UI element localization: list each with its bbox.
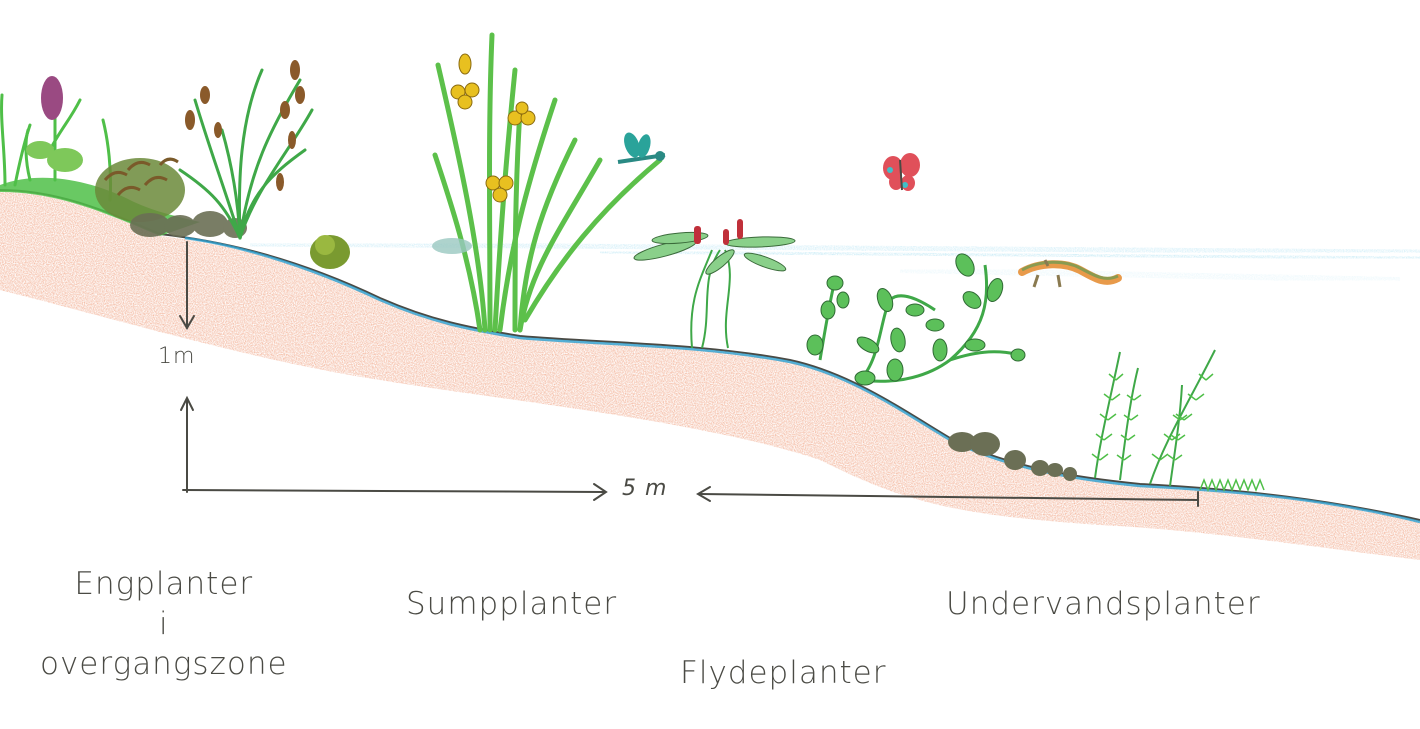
butterfly-icon — [883, 153, 920, 191]
water-edge — [184, 236, 1420, 524]
dimension-lines — [179, 241, 1199, 507]
newt-icon — [1018, 259, 1122, 288]
soil-bank — [0, 192, 1420, 560]
zone-label-line: overgangszone — [40, 646, 288, 682]
small-marsh-plant — [310, 235, 350, 269]
cattail-flower-icon — [694, 219, 743, 245]
dragonfly-icon — [617, 132, 666, 164]
zone-label-meadow-plants: Engplanter i overgangszone — [40, 564, 288, 684]
yellow-flower-icon — [450, 53, 536, 203]
purple-flower-icon — [41, 76, 63, 120]
zone-label-marsh-plants: Sumpplanter — [406, 586, 618, 622]
submerged-vine-plant — [806, 253, 1026, 386]
floating-plant — [633, 219, 796, 349]
meadow-plants — [0, 76, 247, 238]
stones — [948, 432, 1077, 481]
foam-cluster — [432, 238, 472, 254]
zone-label-floating-plants: Flydeplanter — [680, 655, 887, 691]
zone-label-line: Engplanter — [74, 566, 254, 602]
vertical-dimension-label: 1m — [158, 344, 196, 369]
zone-label-underwater-plants: Undervandsplanter — [946, 586, 1261, 622]
sedge-seedheads — [185, 60, 305, 191]
zone-label-line: i — [158, 606, 169, 642]
underwater-plants — [1091, 349, 1265, 493]
water-surface — [249, 241, 1420, 283]
horizontal-dimension-label: 5 m — [622, 476, 668, 501]
sedge-plant — [178, 68, 314, 240]
yellow-iris-plant — [432, 32, 663, 333]
